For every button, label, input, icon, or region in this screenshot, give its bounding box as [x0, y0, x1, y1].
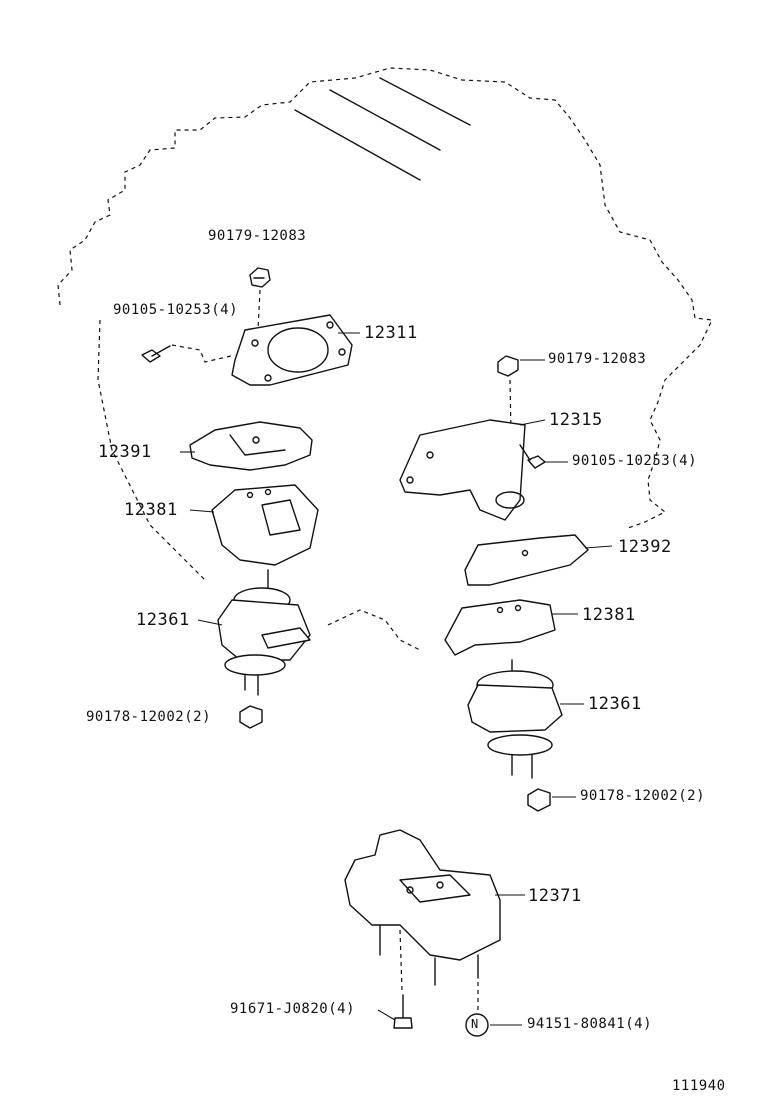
label-plate-12392: 12392 [618, 537, 672, 557]
insulator-12381-left [211, 484, 319, 566]
nut-left-bottom [239, 705, 263, 729]
rear-nut-n-mark: N [471, 1017, 479, 1031]
figure-number: 111940 [672, 1078, 726, 1094]
label-top-nut-left: 90179-12083 [208, 228, 307, 244]
mount-12361-right [467, 659, 563, 779]
plate-12392 [464, 534, 589, 586]
bracket-12315 [399, 419, 526, 521]
rear-mount-12371 [344, 829, 501, 986]
label-bracket-12311: 12311 [364, 323, 418, 343]
engine-outline [57, 67, 713, 529]
engine-outline-lower [97, 319, 206, 581]
label-nut-right: 90178-12002(2) [580, 788, 706, 804]
nut-right-top [497, 355, 519, 377]
mount-12361-left [217, 569, 311, 696]
label-top-nut-right: 90179-12083 [548, 351, 647, 367]
label-mount-left: 12361 [136, 610, 190, 630]
label-rear-nut: 94151-80841(4) [527, 1016, 653, 1032]
plate-12391 [189, 421, 313, 471]
rear-bolt [393, 994, 413, 1029]
label-mount-right: 12361 [588, 694, 642, 714]
nut-left-top [249, 267, 271, 288]
label-bolt-right: 90105-10253(4) [572, 453, 698, 469]
rear-nut-symbol [465, 1013, 489, 1037]
engine-outline-bottom [327, 609, 421, 651]
label-rear-mount: 12371 [528, 886, 582, 906]
leader-lines [180, 332, 613, 1026]
label-bolt-left: 90105-10253(4) [113, 302, 239, 318]
engine-ribs [294, 77, 471, 181]
nut-right-bottom [527, 788, 551, 812]
bolt-left [141, 345, 171, 363]
bracket-12311 [231, 314, 353, 386]
label-bracket-12315: 12315 [549, 410, 603, 430]
label-plate-12391: 12391 [98, 442, 152, 462]
label-rear-bolt: 91671-J0820(4) [230, 1001, 356, 1017]
label-nut-left: 90178-12002(2) [86, 709, 212, 725]
label-insulator-right: 12381 [582, 605, 636, 625]
insulator-12381-right [444, 599, 556, 656]
label-insulator-left: 12381 [124, 500, 178, 520]
